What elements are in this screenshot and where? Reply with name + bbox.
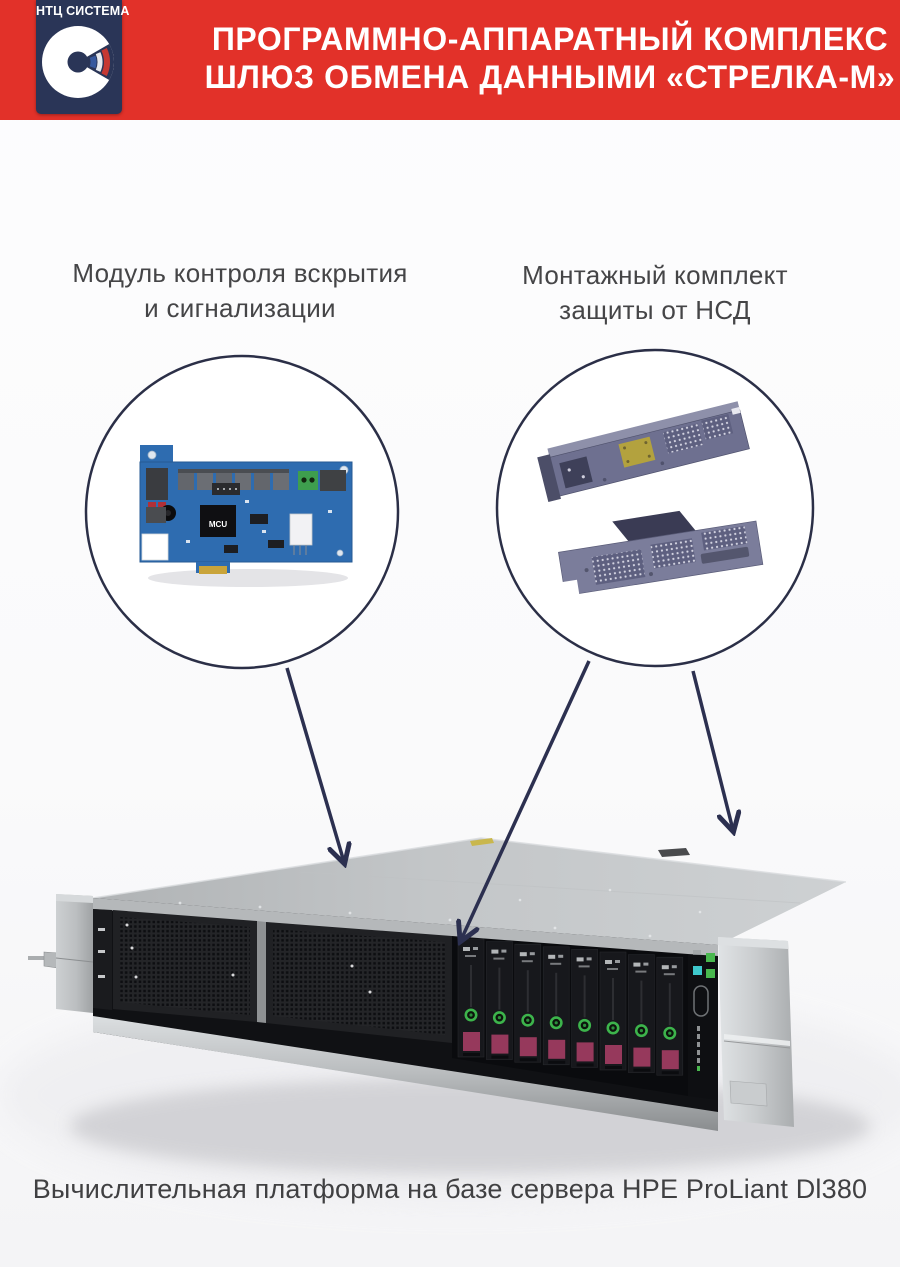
drive-slot bbox=[513, 942, 543, 1064]
status-led-green bbox=[706, 969, 715, 978]
page-title-line1: ПРОГРАММНО-АППАРАТНЫЙ КОМПЛЕКС bbox=[211, 21, 889, 57]
drive-slot bbox=[598, 950, 628, 1072]
drive-bay bbox=[452, 936, 688, 1096]
uid-led-teal bbox=[693, 966, 702, 975]
arrow-right-callout-to-drivebay bbox=[461, 660, 591, 940]
server-front-panel bbox=[93, 898, 718, 1131]
page-title: ПРОГРАММНО-АППАРАТНЫЙ КОМПЛЕКС ШЛЮЗ ОБМЕ… bbox=[200, 20, 900, 96]
board-label bbox=[141, 533, 169, 561]
drive-slot bbox=[570, 948, 599, 1069]
pcie-edge-connector bbox=[199, 566, 227, 574]
tamper-board-image: MCU bbox=[139, 445, 353, 587]
rack-ear-right bbox=[718, 937, 794, 1127]
page-title-line2: ШЛЮЗ ОБМЕНА ДАННЫМИ «СТРЕЛКА-М» bbox=[204, 59, 896, 95]
mounting-kit-upper-bracket bbox=[537, 401, 750, 502]
mcu-chip bbox=[200, 505, 236, 537]
front-usb-port bbox=[693, 985, 709, 1017]
drive-slot bbox=[627, 953, 656, 1074]
server-image bbox=[28, 837, 847, 1131]
ear-label-plate bbox=[729, 1080, 768, 1107]
server-caption: Вычислительная платформа на базе сервера… bbox=[32, 1174, 868, 1204]
header-band: НТЦ СИСТЕМА ПРОГРАММНО-АППАРАТНЫЙ КОМПЛЕ… bbox=[0, 0, 900, 120]
callout-label-right-line1: Монтажный комплект bbox=[522, 260, 788, 290]
drive-slot bbox=[456, 937, 486, 1059]
mounting-kit-image bbox=[537, 401, 764, 599]
callout-label-right: Монтажный комплект защиты от НСД bbox=[480, 258, 830, 328]
status-led-green bbox=[706, 953, 715, 962]
callout-label-left-line1: Модуль контроля вскрытия bbox=[72, 258, 408, 288]
arrow-left-callout-to-server bbox=[285, 667, 344, 862]
company-logo: НТЦ СИСТЕМА bbox=[36, 0, 130, 114]
drive-slot bbox=[541, 945, 571, 1067]
top-panel-yellow-tab bbox=[470, 838, 494, 846]
callout-label-right-line2: защиты от НСД bbox=[559, 295, 751, 325]
mesh-panel-right bbox=[266, 922, 452, 1043]
callout-label-left: Модуль контроля вскрытия и сигнализации bbox=[50, 256, 430, 326]
drive-slot bbox=[485, 940, 514, 1061]
mesh-panel-left bbox=[113, 910, 257, 1022]
arrow-right-callout-to-ear bbox=[691, 670, 733, 830]
rack-ear-left bbox=[28, 894, 94, 1013]
front-top-rim bbox=[93, 898, 718, 957]
control-panel bbox=[688, 950, 718, 1100]
top-panel-slot bbox=[658, 848, 690, 857]
front-bottom-rail bbox=[93, 1016, 718, 1131]
company-logo-emblem-icon bbox=[42, 26, 115, 98]
mcu-chip-label: MCU bbox=[209, 520, 227, 529]
bay-divider bbox=[257, 921, 266, 1023]
drive-slot bbox=[655, 955, 685, 1077]
callout-circle-right bbox=[495, 348, 815, 668]
mounting-kit-lower-bracket bbox=[558, 510, 764, 599]
company-logo-text: НТЦ СИСТЕМА bbox=[36, 4, 130, 18]
sensor-module bbox=[289, 513, 313, 546]
upper-bracket-yellow-plate bbox=[618, 436, 656, 468]
terminal-block bbox=[298, 471, 318, 490]
callout-label-left-line2: и сигнализации bbox=[144, 293, 336, 323]
